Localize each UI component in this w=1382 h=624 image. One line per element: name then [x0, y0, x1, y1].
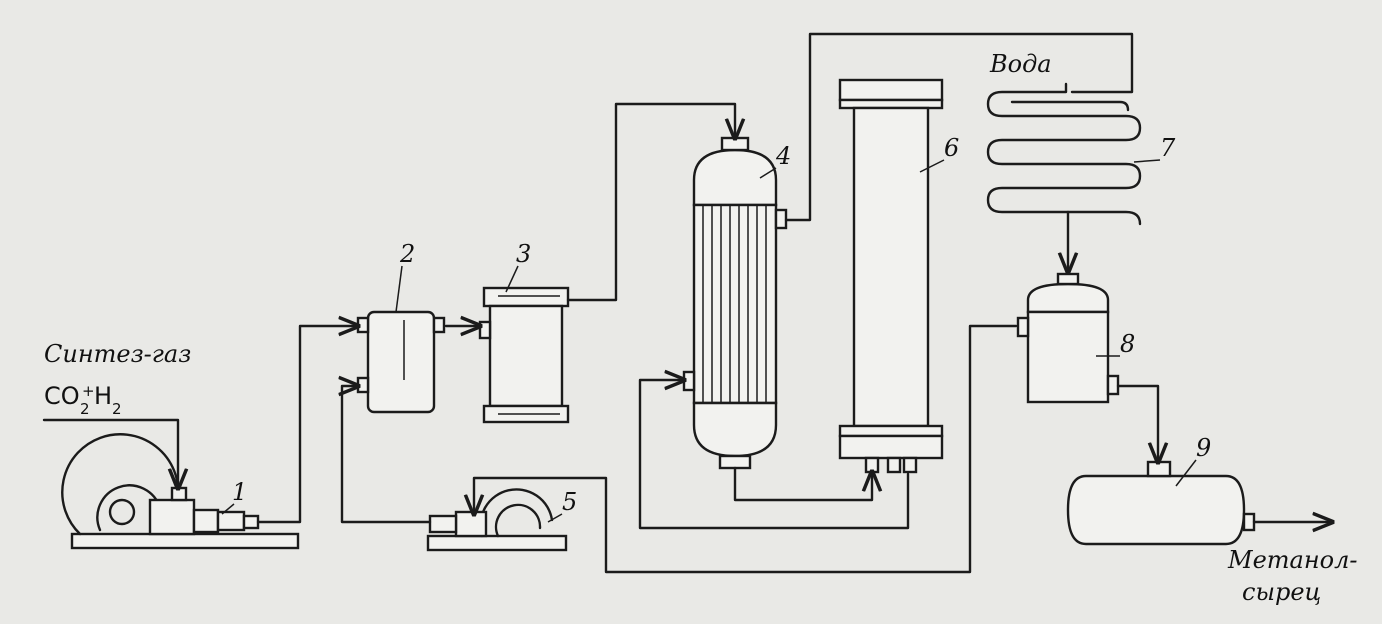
water-label: Вода [989, 50, 1052, 78]
circulation-compressor-5 [426, 488, 568, 552]
compressor-1 [61, 433, 300, 550]
number-8: 8 [1120, 330, 1135, 358]
number-leaders [221, 159, 1197, 523]
reactor-4 [682, 136, 788, 470]
number-5: 5 [562, 488, 577, 516]
number-3: 3 [516, 240, 531, 268]
number-9: 9 [1196, 434, 1211, 462]
product-label-line1: Метанол- [1227, 546, 1358, 574]
svg-text:2: 2 [112, 400, 122, 418]
svg-text:H: H [94, 382, 112, 410]
number-7: 7 [1160, 134, 1176, 162]
number-1: 1 [232, 478, 247, 506]
number-6: 6 [944, 134, 959, 162]
collector-9 [1066, 460, 1256, 546]
condenser-coil-7 [986, 82, 1142, 226]
product-label-line2: сырец [1242, 578, 1321, 606]
feed-formula: CO 2 + H 2 [44, 382, 122, 418]
piping [42, 32, 1330, 574]
heat-exchanger-6 [838, 78, 944, 474]
heat-exchanger-3 [478, 286, 570, 424]
number-2: 2 [399, 240, 415, 268]
separator-8 [1016, 272, 1120, 404]
feed-label-line1: Синтез-газ [44, 340, 191, 368]
svg-text:CO: CO [44, 382, 80, 410]
svg-text:+: + [82, 382, 95, 400]
number-4: 4 [775, 142, 791, 170]
svg-text:2: 2 [80, 400, 90, 418]
separator-2 [356, 310, 446, 414]
